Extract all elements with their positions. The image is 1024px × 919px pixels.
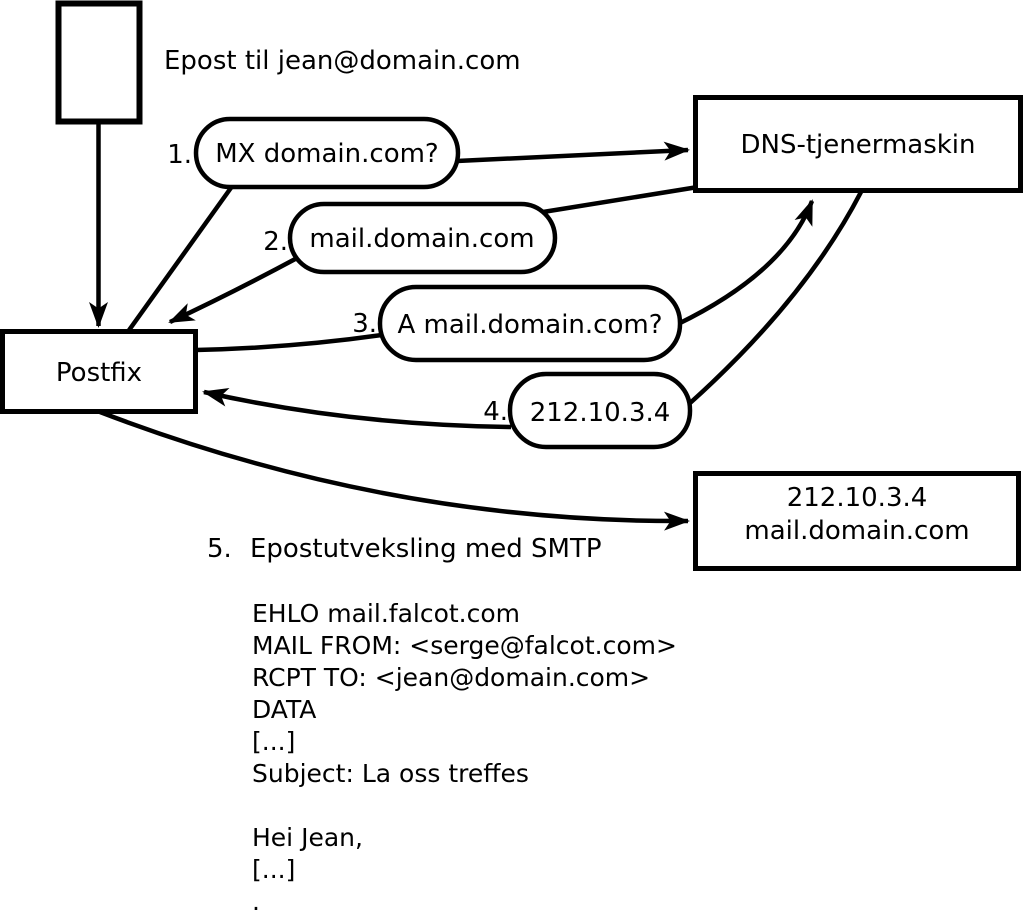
smtp-line: [...] [252,855,295,884]
postfix-box [0,329,198,414]
dns-server-label: DNS-tjenermaskin [740,130,975,160]
connector-dns-to-a-reply [687,190,863,406]
arrow-postfix-to-mailserver [99,409,690,531]
envelope-icon [55,0,143,125]
step2-pill [287,201,558,275]
smtp-line: MAIL FROM: <serge@falcot.com> [252,631,677,660]
arrow-mx-reply-to-postfix [168,255,301,325]
arrow-a-reply-to-postfix [202,388,512,430]
postfix-label: Postfix [56,358,142,388]
step3-label: A mail.domain.com? [398,310,663,340]
arrow-mx-query-to-dns [456,141,690,164]
connector-postfix-to-mx-query [125,183,235,335]
step1-label: MX domain.com? [215,139,438,169]
dns-server-box [693,95,1023,193]
connector-dns-to-mx-reply [542,184,699,215]
step4-label: 212.10.3.4 [530,398,671,428]
step1-number: 1. [167,140,192,170]
step4-number: 4. [483,397,508,427]
mailserver-host-label: mail.domain.com [744,516,969,546]
step5-number: 5. [207,534,232,564]
smtp-line: Subject: La oss treffes [252,759,529,788]
mailserver-box [693,471,1021,571]
smtp-line: DATA [252,695,316,724]
smtp-line: RCPT TO: <jean@domain.com> [252,663,650,692]
mailserver-ip-label: 212.10.3.4 [787,483,928,513]
step5-label: Epostutveksling med SMTP [250,534,602,564]
step2-label: mail.domain.com [309,224,534,254]
step2-number: 2. [263,227,288,257]
email-note: Epost til jean@domain.com [164,46,521,76]
arrow-a-query-to-dns [677,199,815,327]
connector-postfix-to-a-query [195,332,383,353]
step3-pill [377,284,683,363]
smtp-line: . [252,887,260,916]
smtp-transcript: EHLO mail.falcot.com MAIL FROM: <serge@f… [252,599,677,916]
step1-pill [193,116,461,190]
smtp-line: EHLO mail.falcot.com [252,599,520,628]
smtp-line: Hei Jean, [252,823,363,852]
step3-number: 3. [352,309,377,339]
smtp-line: [...] [252,727,295,756]
step4-pill [507,371,693,450]
